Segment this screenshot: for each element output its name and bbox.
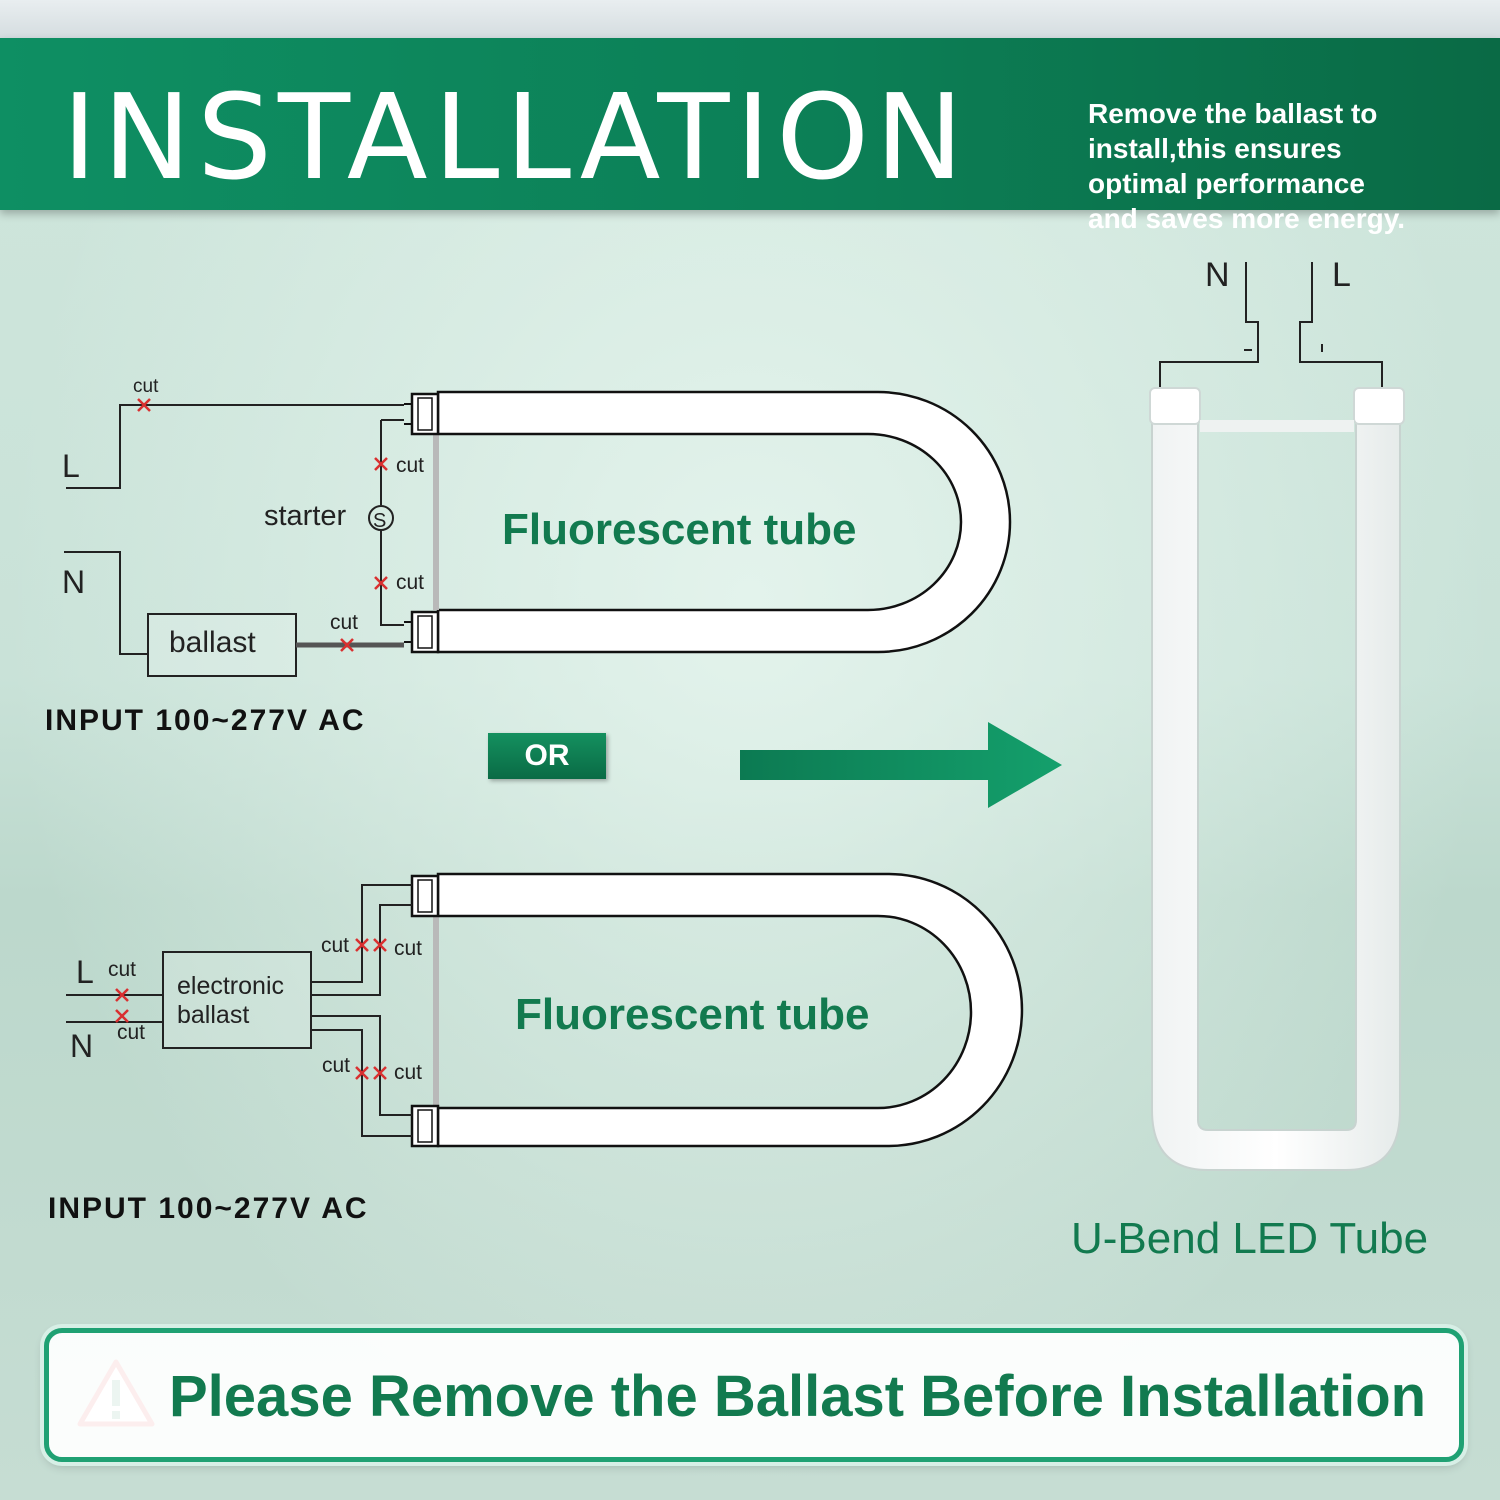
cut-label: cut bbox=[117, 1021, 146, 1044]
warning-text: Please Remove the Ballast Before Install… bbox=[169, 1364, 1427, 1429]
neutral-N-label: N bbox=[1205, 256, 1230, 294]
neutral-N-label: N bbox=[70, 1028, 94, 1064]
top-wiring bbox=[64, 404, 404, 677]
or-badge: OR bbox=[488, 733, 606, 779]
top-strip bbox=[0, 0, 1500, 38]
header-note-line: optimal performance bbox=[1088, 168, 1365, 199]
ballast-label: ballast bbox=[177, 1001, 250, 1029]
line-L-label: L bbox=[62, 448, 80, 484]
neutral-N-label: N bbox=[62, 564, 86, 600]
starter-symbol: S bbox=[373, 510, 386, 532]
warning-banner: Please Remove the Ballast Before Install… bbox=[44, 1328, 1464, 1462]
top-fluorescent-tube bbox=[404, 390, 1012, 654]
starter-label: starter bbox=[264, 500, 347, 532]
cut-label: cut bbox=[394, 1061, 423, 1084]
bottom-wiring bbox=[66, 884, 412, 1137]
ballast-label: electronic bbox=[177, 972, 284, 1000]
cut-label: cut bbox=[396, 454, 425, 477]
header-note-line: install,this ensures bbox=[1088, 133, 1342, 164]
cut-label: cut bbox=[396, 571, 425, 594]
bottom-cut-marks bbox=[115, 938, 387, 1080]
tube-label: Fluorescent tube bbox=[502, 505, 857, 554]
bottom-fluorescent-tube bbox=[410, 872, 1024, 1148]
led-u-tube bbox=[1149, 262, 1405, 1171]
input-voltage-label: INPUT 100~277V AC bbox=[45, 704, 366, 737]
cut-label: cut bbox=[330, 611, 359, 634]
top-cut-marks bbox=[137, 398, 388, 652]
line-L-label: L bbox=[76, 954, 94, 990]
input-voltage-label: INPUT 100~277V AC bbox=[48, 1192, 369, 1225]
tube-label: Fluorescent tube bbox=[515, 990, 870, 1039]
header-note-line: and saves more energy. bbox=[1088, 203, 1405, 234]
cut-label: cut bbox=[322, 1054, 351, 1077]
page-title: INSTALLATION bbox=[62, 68, 970, 206]
line-L-label: L bbox=[1332, 256, 1351, 294]
arrow-icon bbox=[740, 722, 1062, 808]
header-banner: INSTALLATION Remove the ballast to insta… bbox=[0, 38, 1500, 234]
led-tube-caption: U-Bend LED Tube bbox=[1071, 1214, 1429, 1263]
header-note-line: Remove the ballast to bbox=[1088, 98, 1378, 129]
cut-label: cut bbox=[133, 376, 159, 397]
cut-label: cut bbox=[321, 934, 350, 957]
cut-label: cut bbox=[108, 958, 137, 981]
ballast-label: ballast bbox=[169, 626, 256, 659]
cut-label: cut bbox=[394, 937, 423, 960]
header-note: Remove the ballast to install,this ensur… bbox=[1088, 96, 1488, 236]
